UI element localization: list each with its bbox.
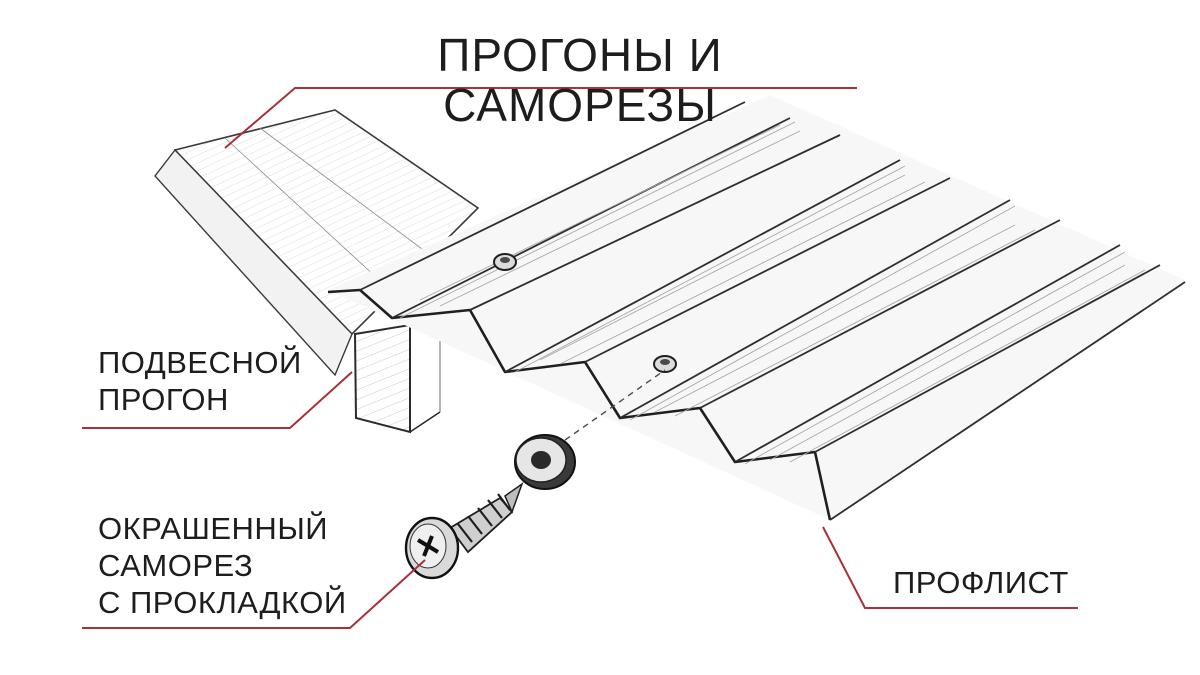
washer-icon (514, 434, 576, 490)
screw-icon (404, 482, 524, 580)
diagram-title: ПРОГОНЫ И САМОРЕЗЫ (437, 29, 723, 131)
profiled-sheet (327, 95, 1186, 521)
screw-label-line2: САМОРЕЗ (98, 548, 254, 583)
purlin-label-line2: ПРОГОН (98, 382, 229, 417)
sheet-label: ПРОФЛИСТ (893, 565, 1069, 600)
screw-label-line1: ОКРАШЕННЫЙ (98, 511, 329, 546)
title-leader (224, 87, 857, 149)
purlin-label-line1: ПОДВЕСНОЙ (98, 345, 302, 380)
screw-leader (82, 559, 426, 629)
sheet-leader (822, 526, 1078, 609)
purlin-leader (82, 371, 353, 429)
sheet-screw-head (493, 253, 517, 271)
sheet-screw-head (653, 355, 677, 373)
screw-label-line3: С ПРОКЛАДКОЙ (98, 585, 347, 620)
purlin-label: ПОДВЕСНОЙ ПРОГОН (98, 344, 302, 418)
screw-label: ОКРАШЕННЫЙ САМОРЕЗ С ПРОКЛАДКОЙ (98, 510, 347, 621)
leader-lines (82, 87, 1078, 629)
